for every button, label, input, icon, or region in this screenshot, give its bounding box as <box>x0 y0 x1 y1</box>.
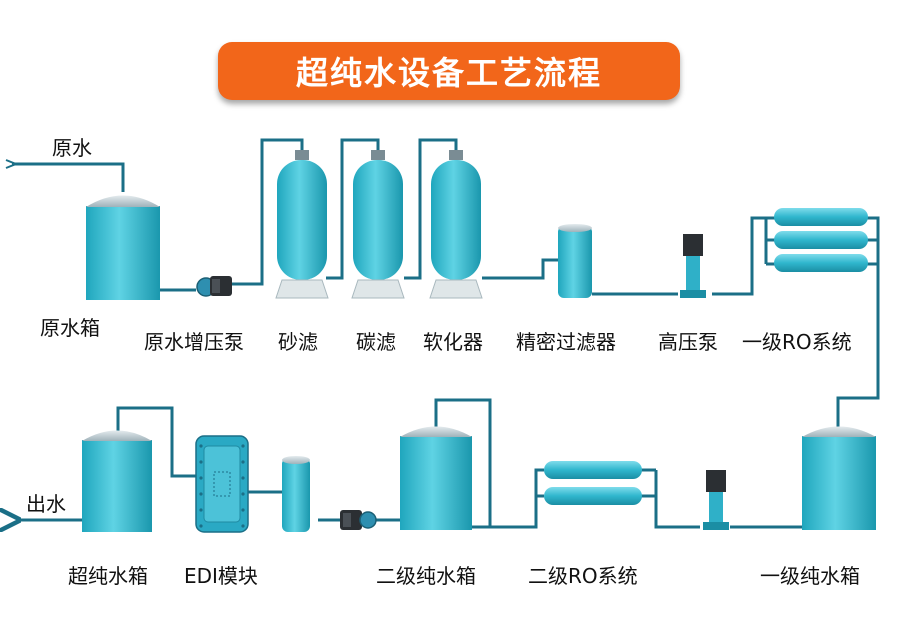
precision-filter-vessel <box>558 224 592 298</box>
primary-pure-water-tank <box>802 426 876 530</box>
outlet-label: 出水 <box>26 492 66 516</box>
pipe-carbon-softener <box>404 138 458 280</box>
pipe-hppump-ro1 <box>712 216 776 296</box>
ro1-membranes <box>774 208 868 272</box>
precision-filter-label: 精密过滤器 <box>516 330 616 354</box>
pipe-tank2-top <box>434 398 492 529</box>
inlet-arrow-icon <box>5 159 19 169</box>
edi-precision-filter <box>282 456 310 532</box>
pipe-pump-sand <box>232 138 304 286</box>
ultra-tank-label: 超纯水箱 <box>68 564 148 588</box>
raw-water-pump <box>196 276 232 297</box>
carbon-filter-label: 碳滤 <box>356 330 396 354</box>
ro2-label: 二级RO系统 <box>528 564 638 588</box>
pipe-ro2-internal <box>640 468 658 496</box>
edi-label: EDI模块 <box>184 564 258 588</box>
raw-tank-label: 原水箱 <box>40 316 100 340</box>
inlet-label: 原水 <box>52 136 92 160</box>
pipe-pump2-ro2 <box>640 494 700 529</box>
pipe-ro2-tank2 <box>490 468 544 529</box>
ro1-label: 一级RO系统 <box>742 330 852 354</box>
diagram-title: 超纯水设备工艺流程 <box>295 54 602 92</box>
pipe-sand-carbon <box>326 138 380 280</box>
inlet-pipe <box>12 162 125 192</box>
secondary-pure-water-tank <box>400 426 472 530</box>
high-pressure-pump <box>680 234 706 298</box>
raw-pump-label: 原水增压泵 <box>144 330 244 354</box>
pipe-ro1-tank1 <box>836 264 880 430</box>
pipe-softener-precision <box>482 258 558 280</box>
edi-feed-pump <box>340 510 377 530</box>
softener-label: 软化器 <box>423 330 483 354</box>
second-high-pressure-pump <box>703 470 729 530</box>
ultra-pure-water-tank <box>82 430 152 532</box>
pipes <box>12 138 880 529</box>
sand-filter-vessel <box>275 150 329 299</box>
hp-pump-label: 高压泵 <box>658 330 718 354</box>
softener-vessel <box>429 150 483 299</box>
carbon-filter-vessel <box>351 150 405 299</box>
tank1-label: 一级纯水箱 <box>760 564 860 588</box>
sand-filter-label: 砂滤 <box>278 330 318 354</box>
tank2-label: 二级纯水箱 <box>376 564 476 588</box>
edi-module <box>195 435 249 533</box>
pipe-edi-ultra <box>116 406 196 478</box>
ro2-membranes <box>544 461 642 505</box>
title-banner: 超纯水设备工艺流程 <box>218 42 680 100</box>
raw-water-tank <box>86 195 160 300</box>
